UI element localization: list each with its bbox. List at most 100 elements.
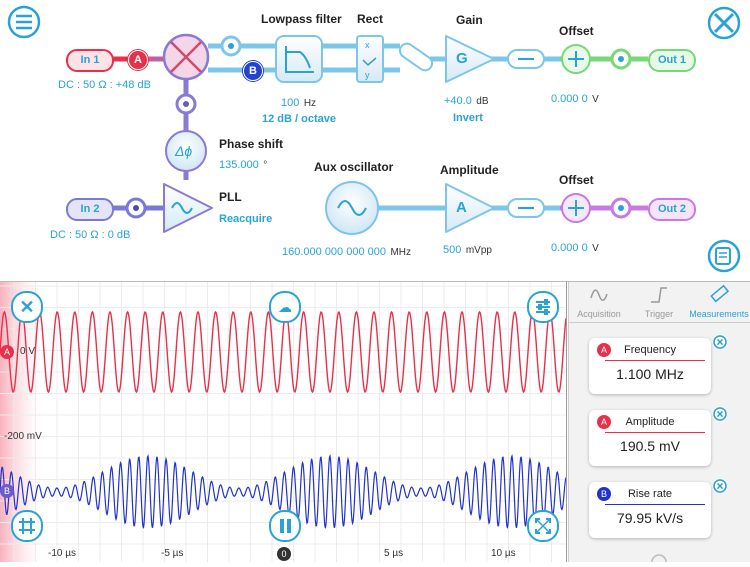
channel-b-marker[interactable]: B	[243, 61, 263, 81]
scope-plot[interactable]	[0, 282, 568, 562]
amplitude-block[interactable]	[445, 183, 495, 233]
input2-coupling[interactable]: DC : 50 Ω : 0 dB	[50, 229, 131, 241]
phase-shift-block[interactable]	[165, 130, 207, 172]
measurement-name: Frequency	[624, 344, 676, 356]
close-scope-button[interactable]: ✕	[11, 291, 43, 323]
measurement-value: 1.100 MHz	[616, 366, 684, 382]
amplitude-number: 500	[443, 244, 462, 256]
offset2-value[interactable]: 0.000 0 V	[551, 238, 599, 256]
lowpass-freq-unit: Hz	[303, 98, 317, 109]
gain-block[interactable]	[445, 35, 495, 83]
pause-button[interactable]	[269, 510, 301, 542]
lowpass-slope[interactable]: 12 dB / octave	[262, 113, 336, 125]
pll-block[interactable]	[163, 183, 213, 233]
measurement-card[interactable]: A Frequency 1.100 MHz	[589, 338, 711, 394]
scope-settings-button[interactable]	[527, 291, 559, 323]
tools-icon[interactable]	[707, 6, 741, 40]
input2-pill[interactable]: In 2	[66, 198, 114, 221]
reacquire-button[interactable]: Reacquire	[219, 213, 273, 225]
tab-trigger[interactable]: Trigger	[629, 282, 689, 322]
input1-coupling[interactable]: DC : 50 Ω : +48 dB	[58, 79, 151, 91]
lowpass-icon[interactable]	[275, 35, 323, 83]
svg-text:x: x	[365, 40, 370, 50]
sine-wave-icon	[590, 289, 608, 301]
out2-pill[interactable]: Out 2	[648, 198, 696, 221]
offset2-minus[interactable]	[507, 198, 545, 218]
remove-measurement-icon[interactable]	[713, 407, 727, 421]
grid-toggle-button[interactable]	[11, 510, 43, 542]
time-tick: 10 µs	[491, 548, 516, 559]
aux-oscillator-block[interactable]	[325, 181, 379, 235]
gain-unit: dB	[476, 96, 489, 107]
input1-pill[interactable]: In 1	[66, 49, 114, 72]
time-tick: -5 µs	[161, 548, 184, 559]
tab-acquisition[interactable]: Acquisition	[569, 282, 629, 322]
menu-icon[interactable]	[7, 5, 41, 39]
time-tick: -10 µs	[48, 548, 76, 559]
lowpass-title: Lowpass filter	[261, 12, 342, 26]
close-icon: ✕	[19, 297, 35, 317]
cloud-upload-button[interactable]: ☁	[269, 291, 301, 323]
channel-a-scope-marker[interactable]: A	[0, 345, 14, 359]
trigger-position-marker[interactable]: 0	[277, 547, 291, 561]
out1-pill[interactable]: Out 1	[648, 49, 696, 72]
lowpass-frequency[interactable]: 100 Hz	[281, 93, 316, 111]
mixer-icon[interactable]	[162, 33, 210, 81]
oscilloscope-view[interactable]: ✕ ☁ A 0 V -200 mV B -10 µs -5 µs 0 5 µs …	[0, 282, 568, 562]
input2-label: In 2	[80, 203, 100, 215]
invert-switch[interactable]	[397, 41, 435, 73]
aux-frequency[interactable]: 160.000 000 000 000 MHz	[282, 242, 411, 260]
offset1-number: 0.000 0	[551, 93, 588, 105]
measurement-underline	[605, 432, 705, 433]
channel-b-trace	[0, 454, 567, 529]
side-panel: Acquisition Trigger Measurements A Frequ…	[568, 282, 750, 562]
measurement-card[interactable]: B Rise rate 79.95 kV/s	[589, 482, 711, 538]
gain-value[interactable]: +40.0 dB	[444, 91, 489, 109]
out2-label: Out 2	[657, 203, 687, 215]
channel-badge: A	[597, 343, 611, 357]
gain-title: Gain	[456, 13, 483, 27]
input1-label: In 1	[80, 54, 100, 66]
channel-b-scope-marker[interactable]: B	[0, 484, 14, 498]
rectifier-icon[interactable]: x y	[356, 35, 384, 83]
pll-title: PLL	[219, 190, 242, 204]
remove-measurement-icon[interactable]	[713, 479, 727, 493]
tab-measurements[interactable]: Measurements	[689, 282, 749, 322]
measurement-underline	[605, 360, 705, 361]
invert-toggle[interactable]: Invert	[453, 112, 483, 124]
channel-a-marker[interactable]: A	[128, 50, 148, 70]
offset1-value[interactable]: 0.000 0 V	[551, 89, 599, 107]
phase-number: 135.000	[219, 159, 259, 171]
pause-icon	[280, 519, 291, 533]
time-tick: 5 µs	[384, 548, 404, 559]
aux-freq-number: 160.000 000 000 000	[282, 246, 386, 258]
tab-acquisition-label: Acquisition	[577, 309, 621, 319]
svg-text:y: y	[365, 70, 370, 80]
offset1-minus[interactable]	[507, 49, 545, 69]
offset2-plus[interactable]	[561, 193, 591, 223]
gain-symbol: G	[456, 50, 468, 67]
offset1-title: Offset	[559, 24, 594, 38]
notes-icon[interactable]	[707, 239, 741, 273]
phase-unit: °	[263, 160, 268, 171]
amplitude-value[interactable]: 500 mVpp	[443, 240, 492, 258]
measurement-name: Amplitude	[625, 416, 675, 428]
measurement-card[interactable]: A Amplitude 190.5 mV	[589, 410, 711, 466]
measurement-value: 190.5 mV	[620, 438, 680, 454]
grid-icon	[19, 518, 35, 534]
measurement-underline	[605, 504, 705, 505]
expand-button[interactable]	[527, 510, 559, 542]
offset1-unit: V	[592, 94, 599, 105]
measurement-value: 79.95 kV/s	[616, 510, 684, 526]
phase-value[interactable]: 135.000 °	[219, 155, 267, 173]
amplitude-unit: mVpp	[465, 245, 492, 256]
tab-divider	[569, 322, 750, 323]
aux-title: Aux oscillator	[314, 160, 394, 174]
add-measurement-icon[interactable]	[651, 554, 667, 562]
expand-icon	[535, 518, 551, 534]
amplitude-title: Amplitude	[440, 163, 499, 177]
channel-badge: B	[597, 487, 611, 501]
remove-measurement-icon[interactable]	[713, 335, 727, 349]
sliders-icon	[536, 299, 550, 315]
offset1-plus[interactable]	[561, 44, 591, 74]
